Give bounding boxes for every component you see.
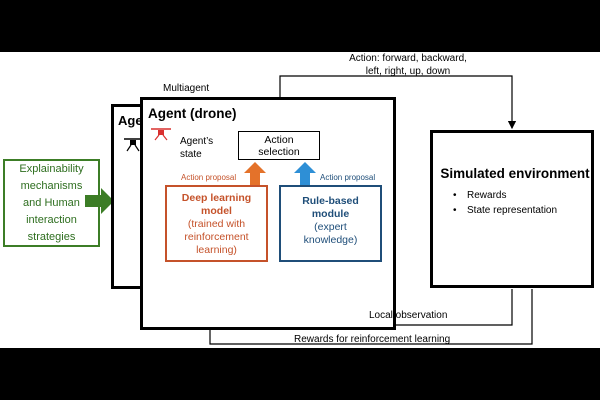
deep-learning-sub-3: learning)	[196, 244, 237, 256]
green-arrow-icon	[85, 188, 114, 214]
action-options-label: Action: forward, backward, left, right, …	[328, 52, 488, 78]
rule-based-box: Rule-based module (expert knowledge)	[279, 185, 382, 262]
orange-up-arrow-icon	[244, 162, 266, 186]
explainability-line-5: strategies	[27, 230, 76, 243]
action-proposal-right: Action proposal	[320, 173, 376, 182]
explainability-line-3: and Human	[23, 196, 80, 209]
explainability-line-2: mechanisms	[20, 179, 83, 192]
action-options-line-1: Action: forward, backward,	[349, 53, 467, 64]
agent-title: Agent (drone)	[148, 106, 237, 121]
simulated-environment-list: Rewards State representation	[453, 188, 557, 218]
explainability-line-4: interaction	[26, 213, 77, 226]
deep-learning-sub-2: reinforcement	[184, 231, 249, 243]
action-options-line-2: left, right, up, down	[365, 66, 451, 77]
diagram-canvas: Explainability mechanisms and Human inte…	[0, 52, 600, 348]
deep-learning-sub-1: (trained with	[187, 218, 246, 230]
drone-icon	[124, 138, 142, 152]
agents-state-label: Agent’s state	[180, 135, 213, 161]
action-selection-line-2: selection	[258, 145, 300, 158]
rewards-label: Rewards for reinforcement learning	[294, 334, 451, 345]
simulated-environment-box: Simulated environment Rewards State repr…	[430, 130, 594, 288]
agents-state-line-1: Agent’s	[180, 136, 214, 147]
blue-up-arrow-icon	[294, 162, 316, 186]
deep-learning-title-2: model	[201, 205, 232, 217]
multiagent-label: Multiagent	[163, 83, 210, 94]
deep-learning-box: Deep learning model (trained with reinfo…	[165, 185, 268, 262]
agents-state-line-2: state	[180, 149, 202, 160]
action-proposal-left: Action proposal	[181, 173, 237, 182]
rule-based-sub-2: knowledge)	[303, 234, 358, 246]
rule-based-title-2: module	[311, 208, 350, 220]
action-selection-box: Action selection	[238, 131, 320, 160]
rule-based-sub-1: (expert	[314, 221, 347, 233]
drone-red-icon	[151, 128, 171, 141]
sim-item-rewards: Rewards	[453, 188, 557, 203]
action-selection-line-1: Action	[264, 133, 294, 146]
deep-learning-title-1: Deep learning	[181, 192, 252, 204]
local-observation-label: Local observation	[369, 310, 448, 321]
sim-item-state-representation: State representation	[453, 203, 557, 218]
simulated-environment-title: Simulated environment	[440, 166, 590, 181]
rule-based-title-1: Rule-based	[302, 195, 359, 207]
explainability-line-1: Explainability	[19, 162, 84, 175]
